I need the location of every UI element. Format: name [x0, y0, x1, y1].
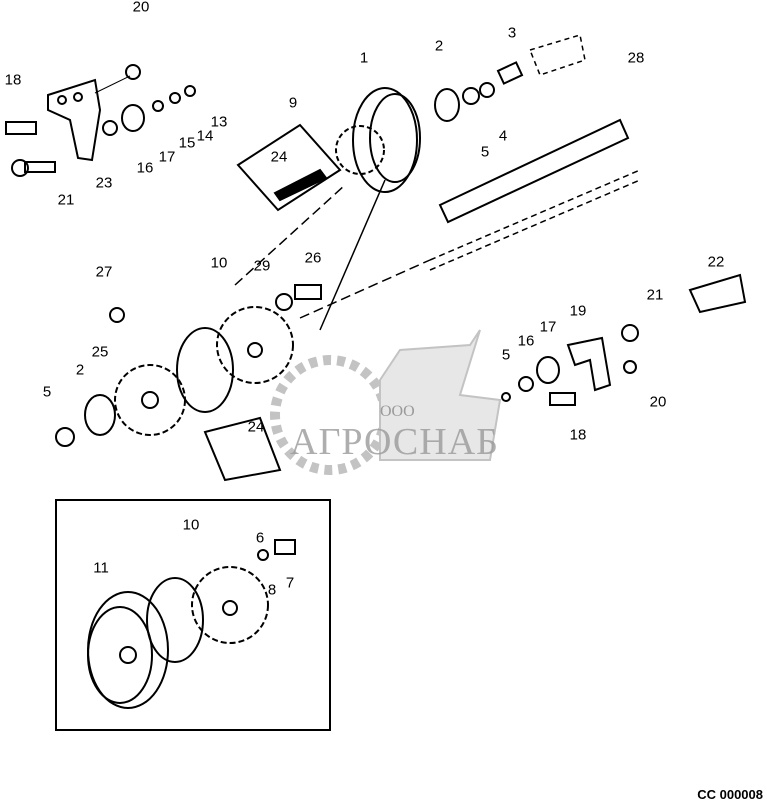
- part-label: 3: [507, 24, 517, 42]
- sprocket: [335, 125, 385, 175]
- shaft-28: [438, 118, 630, 224]
- sprocket-10b: [191, 566, 269, 644]
- part-label: 10: [182, 516, 200, 534]
- part-label: 23: [95, 174, 113, 192]
- part-label: 7: [285, 574, 295, 592]
- part-label: 20: [132, 0, 150, 16]
- part-label: 5: [501, 346, 511, 364]
- kit-box-9: [236, 123, 342, 212]
- bolt-21: [24, 161, 56, 173]
- bearing-2b: [84, 394, 116, 436]
- part-label: 4: [498, 127, 508, 145]
- bracket-19: [566, 336, 612, 392]
- part-label: 18: [4, 71, 22, 89]
- part-label: 24: [247, 418, 265, 436]
- nut-20: [125, 64, 141, 80]
- part-label: 10: [210, 254, 228, 272]
- watermark-prefix: ООО: [380, 403, 415, 420]
- part-label: 9: [288, 94, 298, 112]
- part-label: 17: [158, 148, 176, 166]
- part-label: 11: [93, 559, 109, 577]
- part-label: 13: [210, 113, 228, 131]
- part-label: 21: [646, 286, 664, 304]
- part-label: 27: [95, 263, 113, 281]
- bearing-2: [434, 88, 460, 122]
- kit-box-24: [203, 416, 282, 482]
- watermark-name: АГРОСНАБ: [290, 421, 499, 463]
- part-label: 26: [304, 249, 322, 267]
- part-label: 28: [627, 49, 645, 67]
- part-label: 2: [434, 37, 444, 55]
- part-label: 5: [480, 143, 490, 161]
- figure-code: CC 000008: [697, 787, 763, 802]
- guard-22: [688, 273, 747, 314]
- bracket-23: [47, 78, 102, 162]
- sprocket-10: [216, 306, 294, 384]
- part-label: 17: [539, 318, 557, 336]
- part-label: 1: [359, 49, 369, 67]
- part-label: 16: [517, 332, 535, 350]
- part-label: 25: [91, 343, 109, 361]
- part-label: 18: [569, 426, 587, 444]
- hub: [176, 327, 234, 413]
- part-label: 14: [196, 127, 214, 145]
- part-label: 8: [267, 581, 277, 599]
- part-label: 21: [57, 191, 75, 209]
- watermark-logo: [270, 329, 502, 475]
- part-label: 24: [270, 148, 288, 166]
- part-label: 20: [649, 393, 667, 411]
- part-label: 5: [42, 383, 52, 401]
- inset-frame: [55, 499, 331, 731]
- part-label: 22: [707, 253, 725, 271]
- pulley-1: [352, 87, 418, 193]
- bolt-18: [5, 121, 37, 135]
- part-label: 19: [569, 302, 587, 320]
- part-label: 15: [178, 134, 196, 152]
- part-label: 6: [255, 529, 265, 547]
- part-label: 16: [136, 159, 154, 177]
- sprocket-25: [114, 364, 186, 436]
- part-label: 29: [253, 257, 271, 275]
- part-label: 2: [75, 361, 85, 379]
